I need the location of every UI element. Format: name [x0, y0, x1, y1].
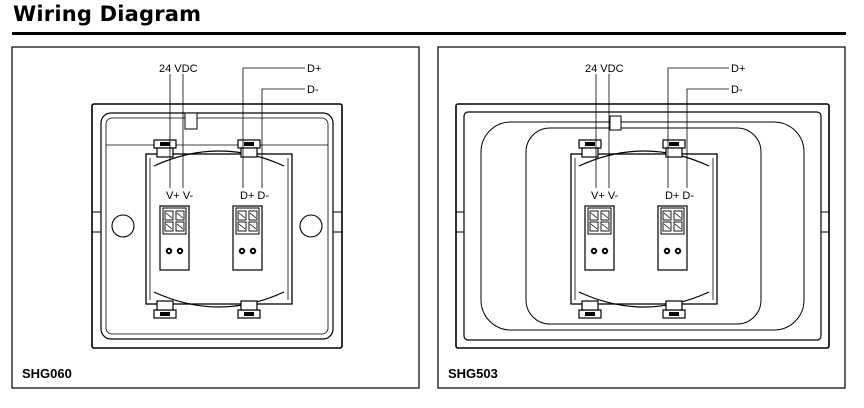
mounting-hole-icon	[111, 214, 135, 238]
bus-plus-label: D+	[731, 63, 745, 75]
bus-minus-label: D-	[307, 84, 319, 96]
bus-plus-label: D+	[307, 63, 321, 75]
panel-shg060: 24 VDC D+ D- V+ V- D+ D- SHG060	[11, 46, 420, 389]
power-terminals-label: V+ V-	[166, 190, 194, 202]
mounting-hole-icon	[299, 214, 323, 238]
supply-label: 24 VDC	[585, 63, 624, 75]
terminal-module	[146, 140, 292, 318]
bus-terminals-label: D+ D-	[665, 190, 694, 202]
bus-minus-label: D-	[731, 84, 743, 96]
title-rule	[12, 32, 846, 35]
supply-label: 24 VDC	[159, 63, 198, 75]
model-label: SHG060	[22, 366, 72, 381]
power-terminals-label: V+ V-	[591, 190, 619, 202]
page-title: Wiring Diagram	[13, 2, 202, 26]
terminal-module	[571, 140, 717, 318]
model-label: SHG503	[448, 366, 498, 381]
bus-terminals-label: D+ D-	[240, 190, 269, 202]
panel-shg503: 24 VDC D+ D- V+ V- D+ D- SHG503	[437, 46, 846, 389]
